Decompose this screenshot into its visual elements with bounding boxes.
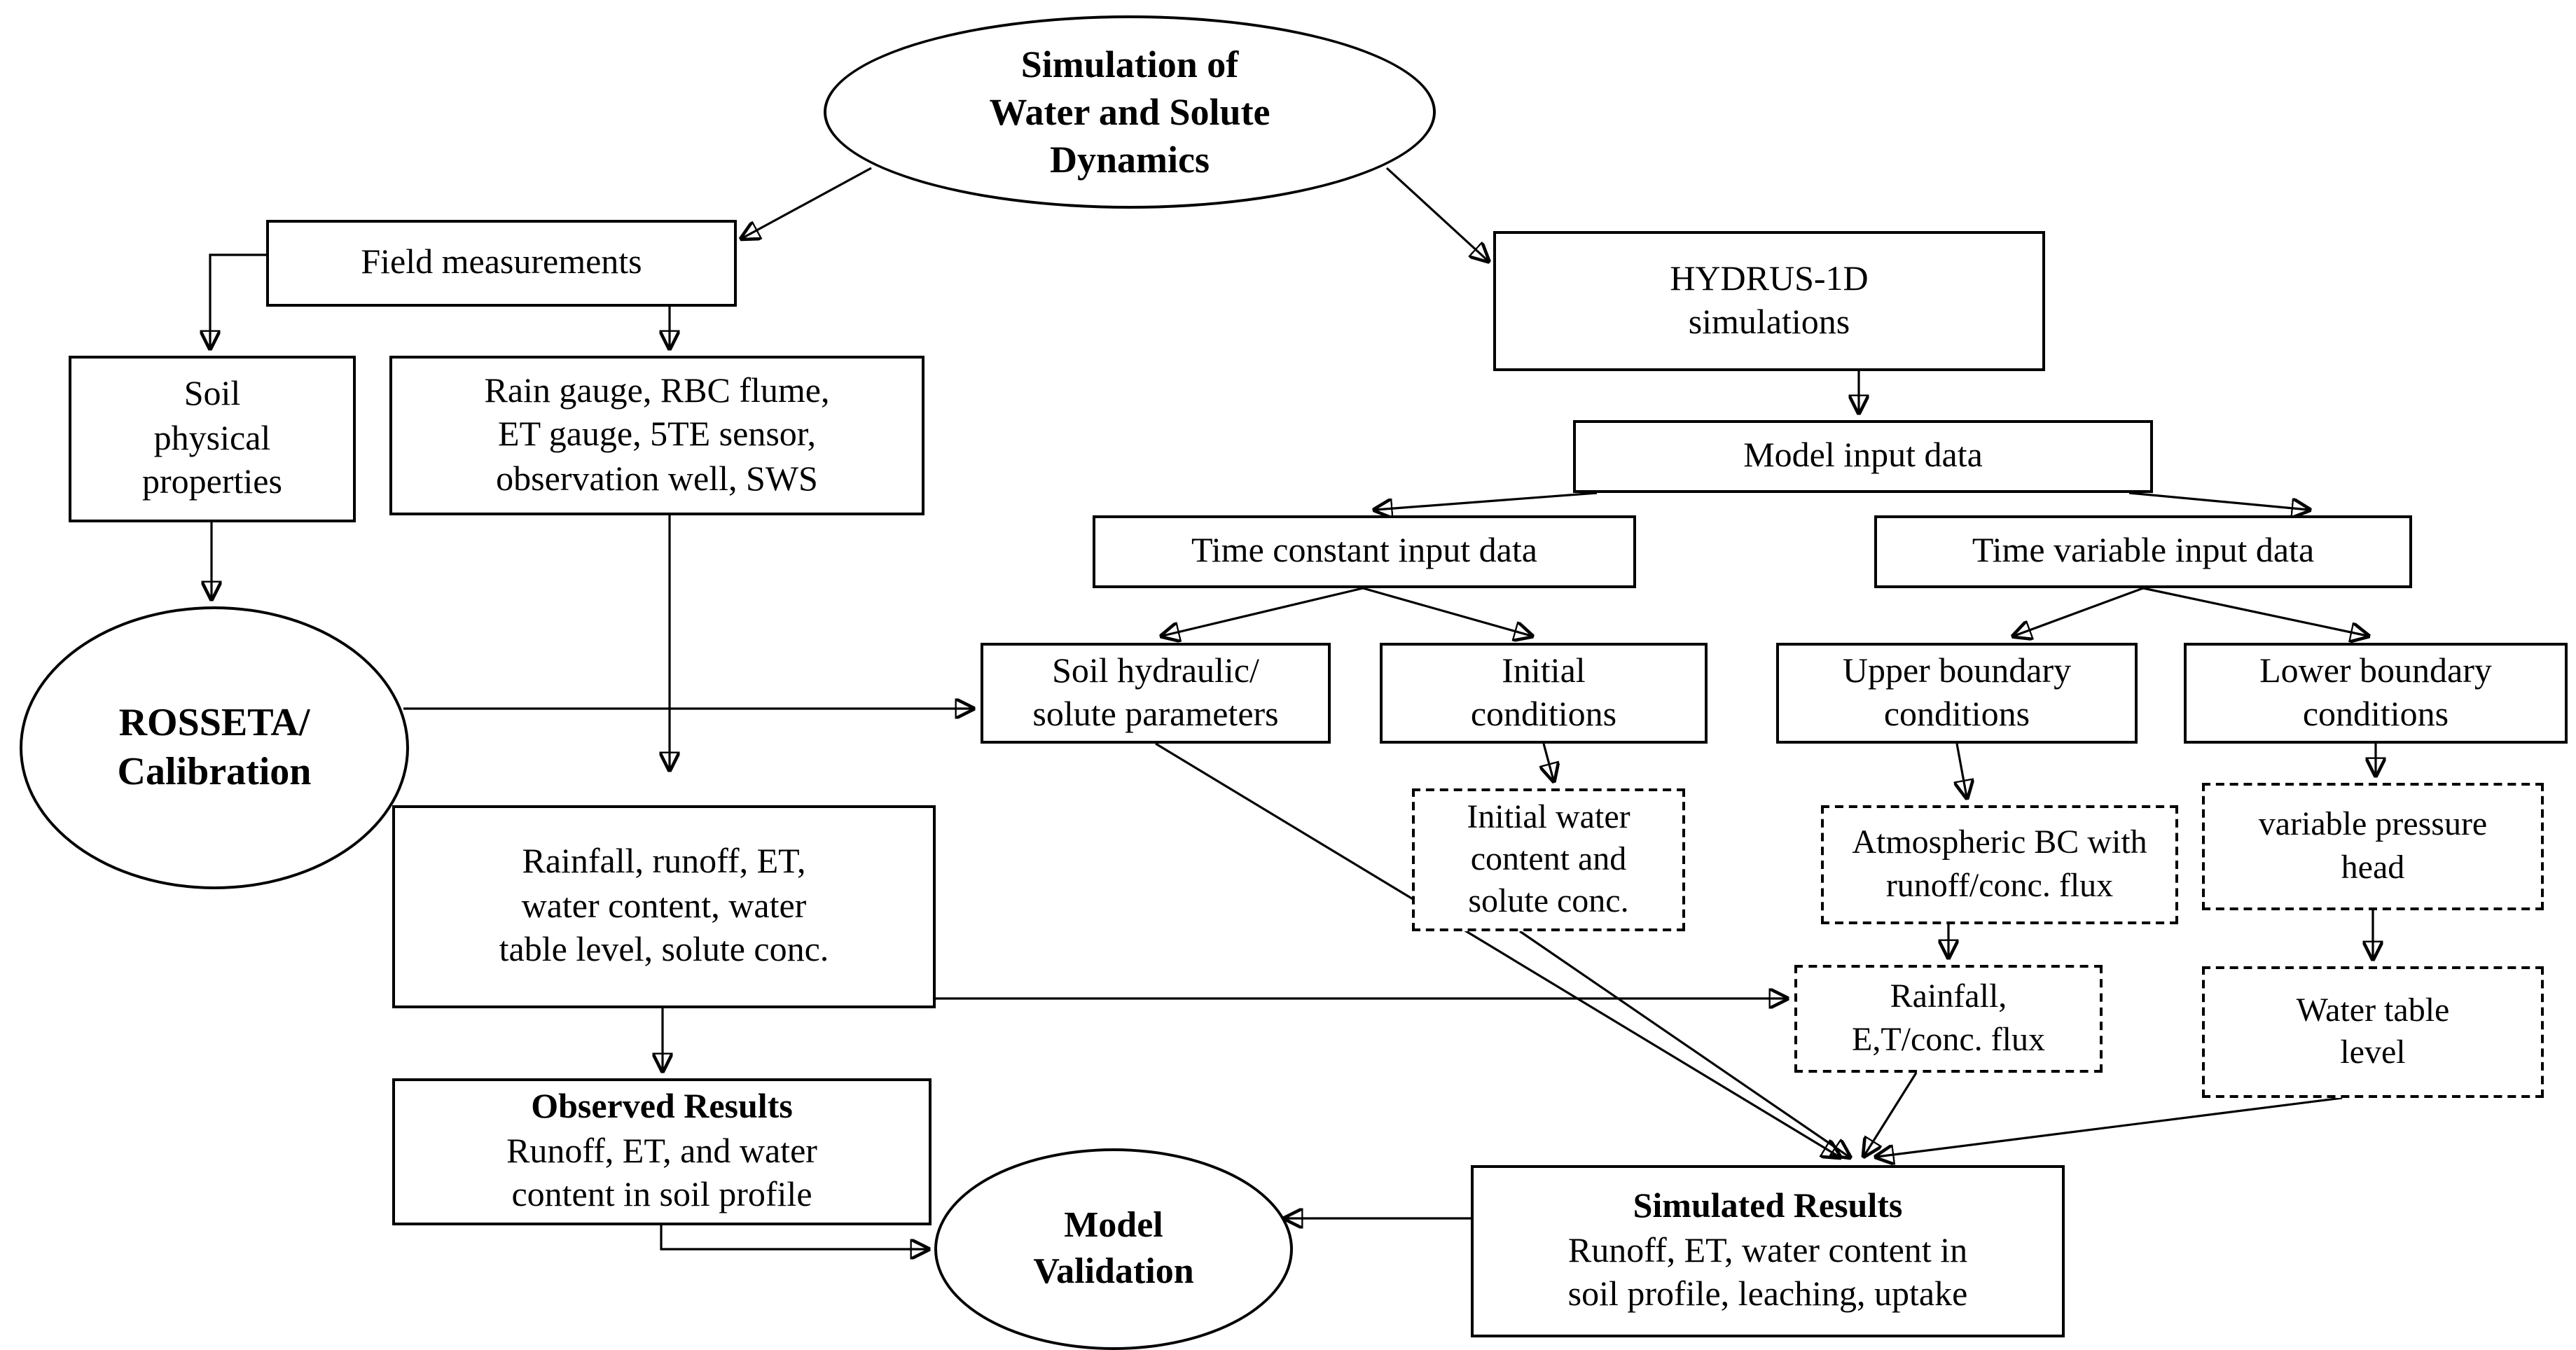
node-title: Observed Results	[531, 1088, 793, 1127]
node-time-constant-input-data: Time constant input data	[1093, 515, 1636, 588]
edge-timeconstant-initialcond	[1362, 587, 1531, 636]
edge-observed-validation	[660, 1225, 927, 1249]
node-label: HYDRUS-1D simulations	[1670, 260, 1869, 342]
node-simulation-of-water-and-solute-dynamics: Simulation of Water and Solute Dynamics	[824, 15, 1436, 209]
node-body: Runoff, ET, and water content in soil pr…	[506, 1132, 817, 1215]
node-initial-conditions: Initial conditions	[1380, 643, 1708, 744]
edge-rainfallsim-simulated	[1864, 1072, 1918, 1155]
edge-timevariable-lowerboundary	[2142, 587, 2367, 636]
node-field-measurements: Field measurements	[266, 220, 737, 307]
node-label: Lower boundary conditions	[2259, 652, 2492, 734]
node-label: Rain gauge, RBC flume, ET gauge, 5TE sen…	[484, 372, 830, 499]
edge-simdynamics-field	[742, 167, 872, 238]
node-soil-physical-properties: Soil physical properties	[69, 356, 356, 522]
node-label: Rainfall, runoff, ET, water content, wat…	[499, 843, 829, 970]
edge-modelinput-timevariable	[2128, 492, 2308, 510]
node-label: ROSSETA/ Calibration	[117, 701, 312, 794]
node-label: Simulation of Water and Solute Dynamics	[989, 43, 1270, 181]
node-rosseta-calibration: ROSSETA/ Calibration	[20, 606, 409, 889]
edge-timeconstant-soilhydraulic	[1163, 587, 1364, 636]
node-body: Runoff, ET, water content in soil profil…	[1567, 1232, 1968, 1314]
node-label: Rainfall, E,T/conc. flux	[1852, 979, 2045, 1058]
node-label: Field measurements	[361, 244, 642, 282]
node-simulated-results: Simulated Results Runoff, ET, water cont…	[1471, 1165, 2065, 1337]
node-model-input-data: Model input data	[1573, 420, 2153, 493]
edge-initialwater-simulated	[1519, 930, 1849, 1157]
node-label: Upper boundary conditions	[1842, 652, 2072, 734]
node-hydrus-1d-simulations: HYDRUS-1D simulations	[1493, 231, 2045, 371]
node-label: Model Validation	[1033, 1204, 1194, 1292]
node-label: Water table level	[2296, 992, 2450, 1071]
node-observed-results: Observed Results Runoff, ET, and water c…	[392, 1078, 932, 1225]
node-soil-hydraulic-solute-parameters: Soil hydraulic/ solute parameters	[981, 643, 1331, 744]
node-label: Atmospheric BC with runoff/conc. flux	[1852, 825, 2147, 904]
node-label: variable pressure head	[2258, 807, 2488, 886]
edge-upperboundary-atmospheric	[1957, 743, 1967, 797]
node-label: Time constant input data	[1191, 532, 1537, 571]
edge-timevariable-upperboundary	[2014, 587, 2144, 636]
node-variable-pressure-head: variable pressure head	[2202, 783, 2544, 910]
edge-soilhydraulic-simulated	[1155, 742, 1839, 1157]
node-rain-gauge-instruments: Rain gauge, RBC flume, ET gauge, 5TE sen…	[389, 356, 925, 515]
node-model-validation: Model Validation	[934, 1148, 1293, 1350]
node-label: Initial conditions	[1470, 652, 1617, 734]
node-time-variable-input-data: Time variable input data	[1874, 515, 2412, 588]
edge-modelinput-timeconstant	[1376, 492, 1598, 510]
node-label: Soil physical properties	[142, 375, 282, 502]
node-rainfall-runoff-et-observations: Rainfall, runoff, ET, water content, wat…	[392, 805, 936, 1008]
edge-watertable-simulated	[1877, 1097, 2343, 1157]
node-label: Initial water content and solute conc.	[1467, 799, 1630, 921]
node-label: Soil hydraulic/ solute parameters	[1032, 652, 1279, 734]
node-label: Time variable input data	[1972, 532, 2315, 571]
edge-initialcond-initialwater	[1544, 743, 1553, 780]
node-initial-water-content-solute-conc: Initial water content and solute conc.	[1412, 788, 1685, 931]
node-rainfall-et-conc-flux: Rainfall, E,T/conc. flux	[1794, 965, 2103, 1073]
node-upper-boundary-conditions: Upper boundary conditions	[1776, 643, 2138, 744]
node-atmospheric-bc: Atmospheric BC with runoff/conc. flux	[1821, 805, 2178, 924]
node-lower-boundary-conditions: Lower boundary conditions	[2184, 643, 2568, 744]
edge-field-soilphys	[210, 253, 266, 347]
edge-simdynamics-hydrus	[1385, 167, 1488, 260]
node-water-table-level: Water table level	[2202, 966, 2544, 1098]
node-label: Model input data	[1743, 437, 1983, 475]
node-title: Simulated Results	[1633, 1188, 1903, 1226]
